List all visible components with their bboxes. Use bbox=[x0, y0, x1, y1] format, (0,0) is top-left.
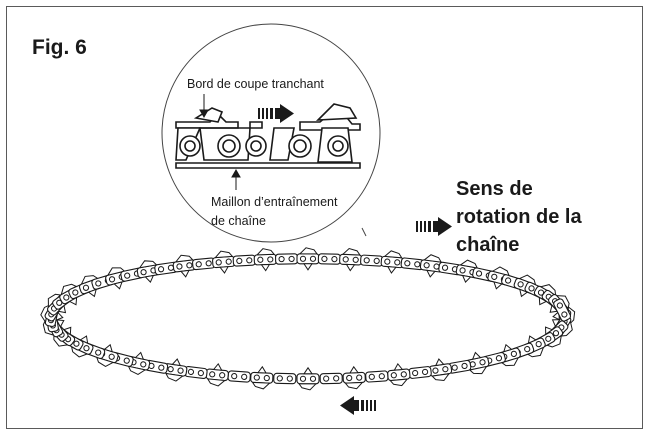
rotation-direction-line3: chaîne bbox=[456, 234, 520, 256]
chain-link bbox=[465, 351, 490, 375]
magnifier-circle bbox=[161, 23, 381, 243]
chain-link bbox=[253, 248, 277, 272]
chain-link bbox=[232, 254, 256, 267]
chain-link bbox=[227, 370, 251, 383]
chain-link bbox=[317, 253, 341, 265]
chain-link bbox=[342, 365, 366, 390]
chain-link bbox=[296, 366, 320, 391]
chain-link bbox=[273, 372, 297, 385]
chain-link bbox=[408, 366, 432, 379]
chain-link bbox=[250, 365, 274, 390]
chain-link bbox=[136, 260, 161, 284]
callout-pointer-drive-link bbox=[231, 168, 241, 190]
magnifier-lead-line bbox=[361, 227, 367, 237]
chain-link bbox=[482, 351, 506, 367]
figure-label: Fig. 6 bbox=[32, 36, 87, 59]
chain-link bbox=[212, 250, 236, 274]
chain-link bbox=[380, 250, 404, 274]
rivet bbox=[332, 140, 344, 152]
chain-link bbox=[447, 359, 472, 374]
chain-link bbox=[172, 254, 197, 278]
cutting-edge-label: Bord de coupe tranchant bbox=[187, 77, 324, 91]
chain-link bbox=[387, 362, 411, 387]
callout-pointer-cutting-edge bbox=[199, 94, 209, 119]
rivet bbox=[293, 139, 307, 153]
chain-link bbox=[163, 358, 188, 382]
magnified-chain-segment bbox=[175, 103, 361, 169]
chain-link bbox=[419, 254, 444, 278]
chain-link bbox=[428, 358, 453, 382]
chain-link bbox=[275, 253, 299, 265]
drive-link-label-line1: Maillon d’entraînement bbox=[211, 195, 338, 209]
drive-link-label: Maillon d’entraînement de chaîne bbox=[211, 193, 337, 231]
chain-link bbox=[184, 366, 208, 379]
rotation-direction-line1: Sens de bbox=[456, 178, 533, 200]
chain-link bbox=[400, 257, 425, 271]
chain-link bbox=[296, 247, 320, 271]
chain-link bbox=[339, 247, 363, 272]
chain-loop bbox=[40, 247, 576, 391]
rotation-direction-label: Sens de rotation de la chaîne bbox=[456, 175, 582, 259]
drive-link-label-line2: de chaîne bbox=[211, 214, 266, 228]
arrow-left-icon bbox=[340, 396, 376, 415]
chain-link bbox=[319, 372, 343, 385]
rotation-direction-line2: rotation de la bbox=[456, 206, 582, 228]
chain-link bbox=[360, 254, 384, 267]
rivet bbox=[184, 140, 196, 152]
chain-link bbox=[205, 362, 229, 387]
arrow-right-icon bbox=[416, 217, 452, 236]
chain-link bbox=[365, 370, 389, 383]
arrow-right-icon bbox=[258, 104, 294, 123]
rivet bbox=[222, 139, 236, 153]
chain-link bbox=[553, 298, 572, 322]
chain-link bbox=[191, 257, 216, 271]
rivet bbox=[250, 140, 262, 152]
